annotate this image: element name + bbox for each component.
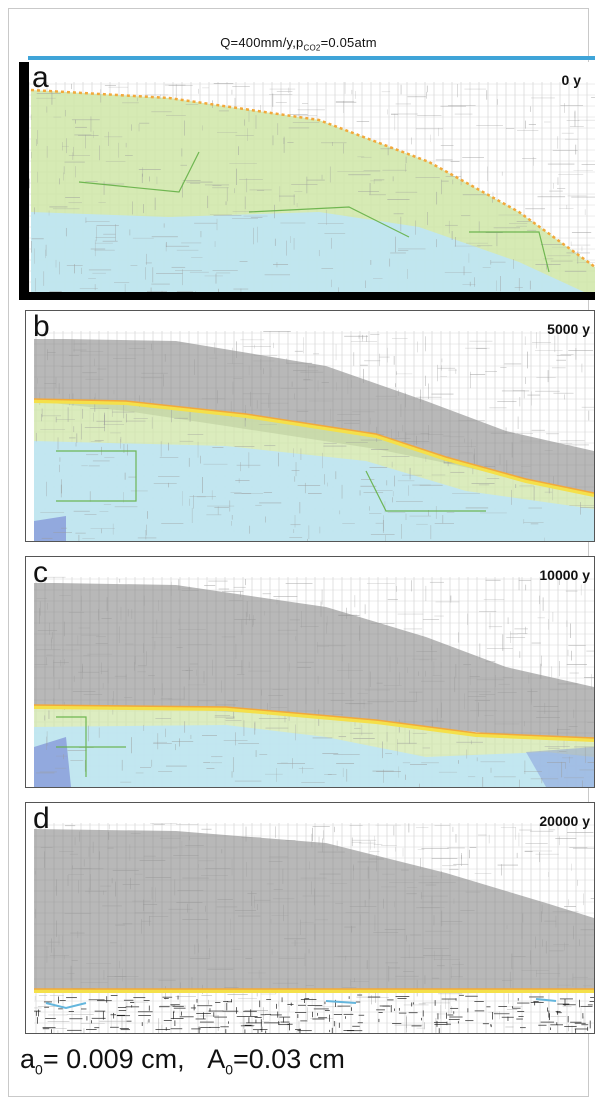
panel-d: d 20000 y bbox=[25, 802, 595, 1034]
panel-time-label: 0 y bbox=[561, 72, 581, 88]
figure-frame bbox=[8, 8, 589, 1097]
parameter-caption: a0= 0.009 cm, A0=0.03 cm bbox=[20, 1042, 345, 1086]
title-subscript: CO2 bbox=[303, 43, 321, 53]
panel-time-label: 10000 y bbox=[539, 567, 590, 583]
figure-title: Q=400mm/y,pCO2=0.05atm bbox=[0, 34, 597, 53]
panel-time-label: 5000 y bbox=[547, 321, 590, 337]
a0-subscript: 0 bbox=[35, 1061, 43, 1078]
panel-b: b 5000 y bbox=[25, 310, 595, 542]
panel-letter: c bbox=[33, 556, 48, 589]
A0-value: =0.03 cm bbox=[233, 1044, 345, 1074]
panel-letter: a bbox=[32, 62, 49, 94]
panel-time-label: 20000 y bbox=[539, 813, 590, 829]
panel-b-grid bbox=[33, 331, 594, 541]
panel-d-grid bbox=[34, 823, 594, 1033]
a0-value: = 0.009 cm, bbox=[42, 1044, 185, 1074]
panel-a-grid bbox=[19, 62, 595, 300]
panel-letter: d bbox=[33, 802, 50, 835]
panel-c: c 10000 y bbox=[25, 556, 595, 788]
a0-symbol: a bbox=[20, 1044, 36, 1074]
title-rule bbox=[28, 56, 595, 60]
panel-letter: b bbox=[33, 310, 50, 343]
A0-symbol: A bbox=[207, 1044, 226, 1074]
panel-c-grid bbox=[33, 576, 594, 787]
title-tail: =0.05atm bbox=[320, 35, 377, 50]
A0-subscript: 0 bbox=[225, 1061, 233, 1078]
panel-a: a 0 y bbox=[19, 62, 595, 300]
title-main: Q=400mm/y,p bbox=[220, 35, 304, 50]
